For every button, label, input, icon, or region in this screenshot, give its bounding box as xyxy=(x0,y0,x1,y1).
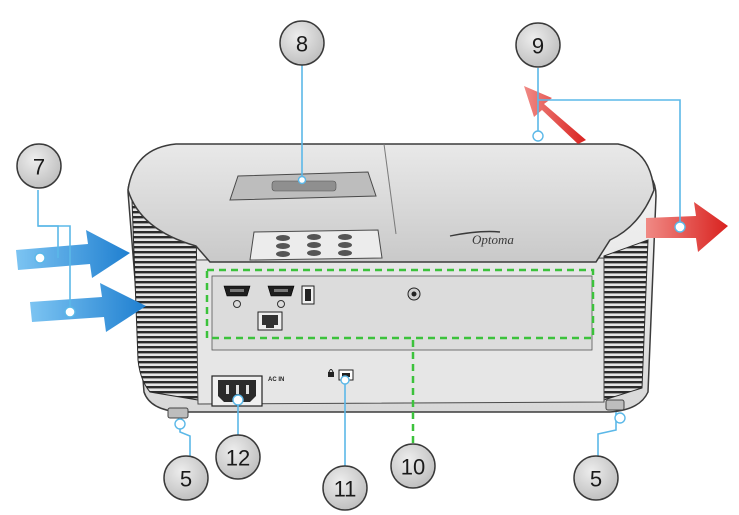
callout-12: 12 xyxy=(215,434,261,480)
right-foot xyxy=(605,399,625,411)
air-intake-arrow-icon xyxy=(16,230,130,278)
audio-jack-icon xyxy=(407,287,421,301)
projector-body: Optoma xyxy=(127,143,657,419)
callout-8: 8 xyxy=(279,20,325,66)
callout-5-left: 5 xyxy=(163,455,209,501)
svg-text:10: 10 xyxy=(401,455,425,480)
callout-9: 9 xyxy=(515,22,561,68)
ac-in-label: AC IN xyxy=(268,377,284,383)
callout-5-right: 5 xyxy=(573,455,619,501)
svg-text:5: 5 xyxy=(590,467,602,492)
svg-text:9: 9 xyxy=(532,34,544,59)
usb-port-icon xyxy=(301,285,315,305)
svg-text:5: 5 xyxy=(180,467,192,492)
brand-text: Optoma xyxy=(472,232,514,247)
air-exhaust-arrow-icon xyxy=(646,202,728,252)
left-vent-grille xyxy=(131,199,199,401)
hdmi-port-icon xyxy=(223,285,251,308)
hdmi-port-icon xyxy=(267,285,295,308)
svg-text:8: 8 xyxy=(296,32,308,57)
left-foot xyxy=(167,407,189,419)
air-intake-arrow-icon xyxy=(30,283,146,332)
right-vent-grille xyxy=(603,239,649,401)
top-cover xyxy=(127,143,655,263)
svg-text:11: 11 xyxy=(334,477,357,502)
control-keypad xyxy=(249,229,383,261)
brand-logo: Optoma xyxy=(449,230,514,247)
leader-dots xyxy=(34,130,686,430)
io-highlight-box xyxy=(205,268,595,340)
rj45-port-icon xyxy=(257,311,283,331)
callout-11: 11 xyxy=(322,465,368,511)
svg-text:7: 7 xyxy=(33,155,45,180)
callout-10: 10 xyxy=(390,443,436,489)
svg-text:12: 12 xyxy=(226,446,250,471)
callout-7: 7 xyxy=(16,143,62,189)
